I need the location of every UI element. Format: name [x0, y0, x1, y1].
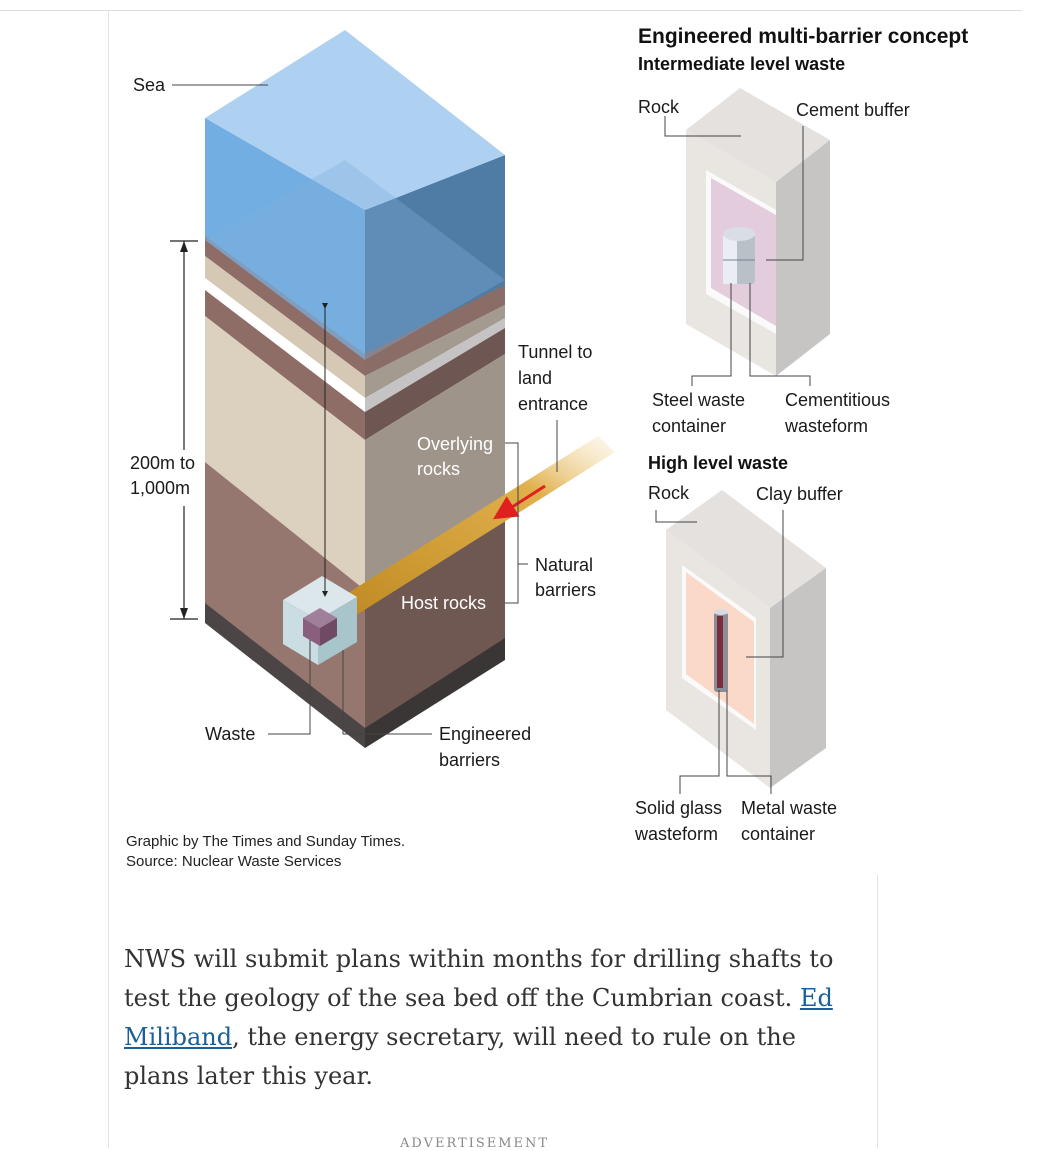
- ilw-leader-lines: [664, 116, 811, 386]
- overlying-rocks-label-line2: rocks: [417, 459, 460, 479]
- right-face-strata-light: [365, 318, 505, 412]
- hlw-rock-label: Rock: [648, 483, 690, 503]
- right-face-strata-grey: [365, 305, 505, 398]
- column-border-right: [877, 875, 878, 1148]
- engineered-barriers-label-line1: Engineered: [439, 724, 531, 744]
- article-text-before: NWS will submit plans within months for …: [124, 945, 834, 1012]
- depth-indicator: [170, 240, 198, 620]
- ilw-steel-container: [723, 227, 755, 284]
- graphic-title: Engineered multi-barrier concept: [638, 25, 968, 48]
- article-text-after: , the energy secretary, will need to rul…: [124, 1023, 796, 1090]
- depth-label-line1: 200m to: [130, 453, 195, 473]
- left-face-base: [205, 603, 365, 748]
- right-face-strata-top: [365, 285, 505, 376]
- ilw-cementitious-label-line2: wasteform: [784, 416, 868, 436]
- tunnel-label-line3: entrance: [518, 394, 588, 414]
- credit-line-2: Source: Nuclear Waste Services: [126, 853, 342, 870]
- leader-lines-main: [172, 84, 558, 735]
- ilw-cement-buffer-label: Cement buffer: [796, 100, 910, 120]
- hlw-metal-label-line2: container: [741, 824, 815, 844]
- engineered-barriers-label-line2: barriers: [439, 750, 500, 770]
- high-level-title: High level waste: [648, 453, 788, 473]
- article-paragraph: NWS will submit plans within months for …: [124, 940, 864, 1096]
- intermediate-title: Intermediate level waste: [638, 54, 845, 74]
- natural-barriers-label-line1: Natural: [535, 555, 593, 575]
- right-face-sea: [365, 155, 505, 360]
- right-face-overlying: [365, 354, 505, 590]
- depth-label-line2: 1,000m: [130, 478, 190, 498]
- graphic-credit: Graphic by The Times and Sunday Times. S…: [126, 832, 405, 872]
- hlw-metal-container: [714, 609, 728, 692]
- sea-water-left: [205, 118, 365, 360]
- ilw-block: [686, 88, 830, 376]
- advertisement-label: ADVERTISEMENT: [400, 1136, 550, 1151]
- tunnel-label-line1: Tunnel to: [518, 342, 592, 362]
- repository-cube: [283, 576, 357, 665]
- ilw-steel-label-line1: Steel waste: [652, 390, 745, 410]
- host-rocks-label: Host rocks: [401, 593, 486, 613]
- ilw-cementitious-label-line1: Cementitious: [785, 390, 890, 410]
- left-face-host-rock: [205, 462, 365, 730]
- ed-miliband-link[interactable]: Ed Miliband: [124, 984, 833, 1051]
- top-divider: [0, 10, 1022, 11]
- sea-label: Sea: [133, 75, 166, 95]
- geological-disposal-graphic: Sea 200m to 1,000m Tunnel to land entran…: [130, 25, 968, 844]
- hlw-glass-label-line2: wasteform: [634, 824, 718, 844]
- waste-label: Waste: [205, 724, 255, 744]
- sea-top-face: [205, 30, 505, 210]
- right-face-host: [365, 500, 505, 730]
- tunnel-arrow: [492, 484, 546, 520]
- hlw-clay-buffer-label: Clay buffer: [756, 484, 843, 504]
- sea-translucent-overlay: [205, 160, 505, 360]
- ilw-steel-label-line2: container: [652, 416, 726, 436]
- hlw-block: [666, 490, 826, 788]
- right-face-strata-dark: [365, 328, 505, 440]
- hlw-metal-label-line1: Metal waste: [741, 798, 837, 818]
- ilw-rock-label: Rock: [638, 97, 680, 117]
- right-face-base: [365, 638, 505, 748]
- column-border-left: [108, 11, 109, 1148]
- tunnel-label-line2: land: [518, 368, 552, 388]
- overlying-rocks-label-line1: Overlying: [417, 434, 493, 454]
- hlw-leader-lines: [655, 510, 784, 794]
- credit-line-1: Graphic by The Times and Sunday Times.: [126, 833, 406, 850]
- hlw-glass-label-line1: Solid glass: [635, 798, 722, 818]
- natural-barriers-label-line2: barriers: [535, 580, 596, 600]
- tunnel: [340, 436, 615, 614]
